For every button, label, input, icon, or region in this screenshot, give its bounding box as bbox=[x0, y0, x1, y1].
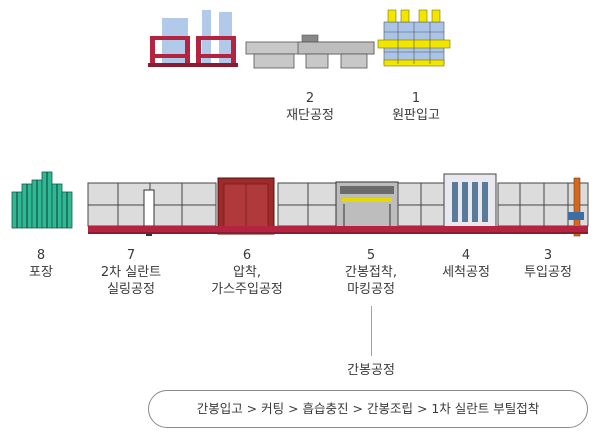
step-7-text-line1: 2차 실란트 bbox=[100, 265, 162, 280]
packaging-stack bbox=[11, 171, 73, 229]
step-8-label: 8 포장 bbox=[21, 247, 61, 281]
step-5-label: 5 간봉접착, 마킹공정 bbox=[331, 247, 411, 298]
step-6-text-line1: 압착, bbox=[232, 265, 262, 280]
production-line bbox=[87, 173, 589, 237]
step-4-label: 4 세척공정 bbox=[435, 247, 497, 281]
glass-rack-machine bbox=[148, 10, 238, 67]
step-5-text-line1: 간봉접착, bbox=[345, 265, 397, 280]
step-2-label: 2 재단공정 bbox=[279, 90, 341, 124]
step-2-number: 2 bbox=[305, 91, 315, 106]
spacer-process-title: 간봉공정 bbox=[347, 363, 395, 378]
glass-stock-rack-machine bbox=[377, 9, 451, 67]
step-4-number: 4 bbox=[461, 248, 471, 263]
step-2-text: 재단공정 bbox=[286, 108, 334, 123]
step-6-number: 6 bbox=[242, 248, 252, 263]
step-3-text: 투입공정 bbox=[524, 265, 572, 280]
step-6-text-line2: 가스주입공정 bbox=[211, 282, 283, 297]
step-6-label: 6 압착, 가스주입공정 bbox=[199, 247, 295, 298]
spacer-process-leader-line bbox=[371, 306, 372, 356]
cutting-table-machine bbox=[245, 34, 375, 69]
step-5-text-line2: 마킹공정 bbox=[347, 282, 395, 297]
step-7-text-line2: 실링공정 bbox=[107, 282, 155, 297]
step-7-number: 7 bbox=[126, 248, 136, 263]
step-4-text: 세척공정 bbox=[442, 265, 490, 280]
step-1-number: 1 bbox=[411, 91, 421, 106]
step-8-text: 포장 bbox=[29, 265, 53, 280]
step-3-number: 3 bbox=[543, 248, 553, 263]
spacer-process-sequence: 간봉입고 > 커팅 > 흡습충진 > 간봉조립 > 1차 실란트 부틸접착 bbox=[148, 390, 588, 428]
step-1-text: 원판입고 bbox=[392, 108, 440, 123]
step-5-number: 5 bbox=[366, 248, 376, 263]
step-8-number: 8 bbox=[36, 248, 46, 263]
step-3-label: 3 투입공정 bbox=[515, 247, 581, 281]
step-7-label: 7 2차 실란트 실링공정 bbox=[89, 247, 173, 298]
step-1-label: 1 원판입고 bbox=[388, 90, 444, 124]
